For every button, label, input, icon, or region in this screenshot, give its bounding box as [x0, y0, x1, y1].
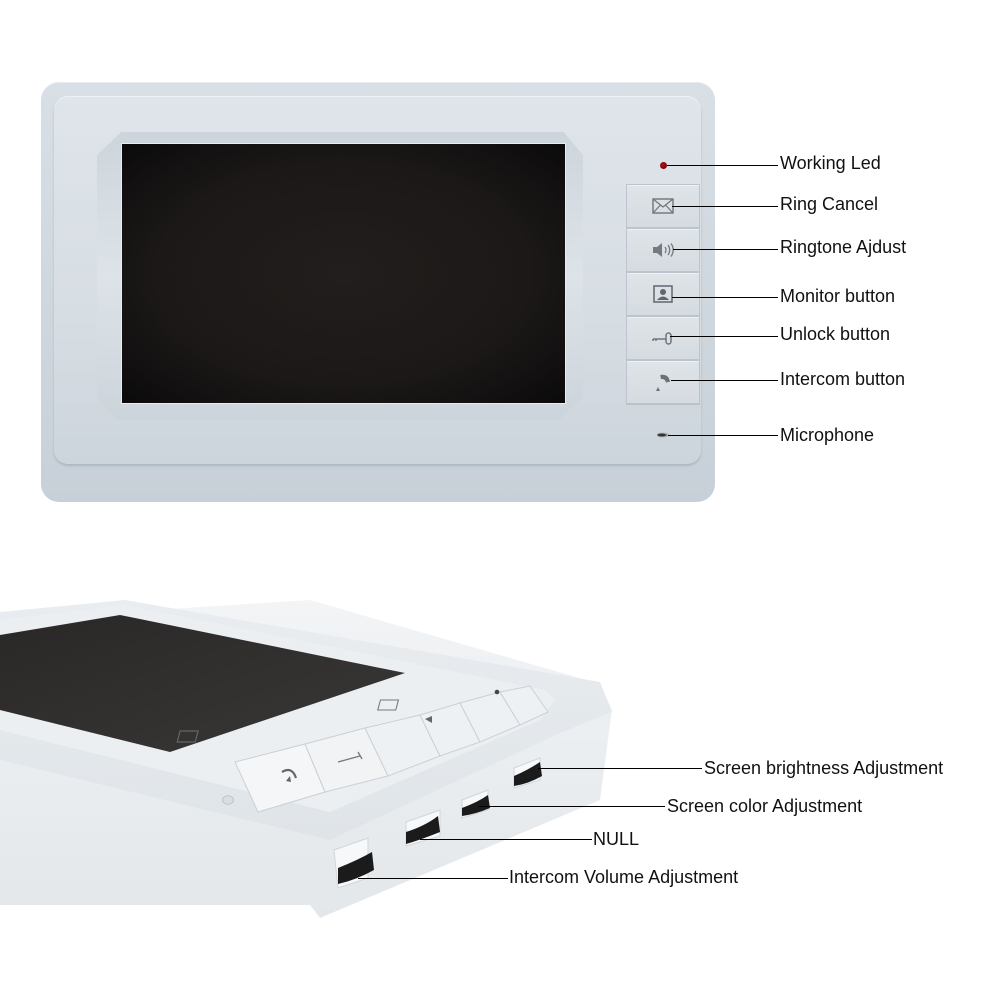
ringtone-adjust-button[interactable] — [626, 228, 700, 272]
callout-line-ringtone-adjust — [673, 249, 778, 250]
screen-perspective — [0, 615, 405, 752]
unlock-button[interactable] — [626, 316, 700, 360]
label-intercom-volume: Intercom Volume Adjustment — [509, 867, 739, 887]
callout-line-null — [420, 839, 592, 840]
callout-line-unlock-button — [670, 336, 778, 337]
callout-line-intercom-button — [671, 380, 778, 381]
monitor-perspective-view — [0, 600, 612, 918]
envelope-icon — [652, 198, 674, 214]
intercom-button[interactable] — [626, 360, 700, 404]
monitor-button[interactable] — [626, 272, 700, 316]
working-led-indicator — [660, 162, 667, 169]
label-ringtone-adjust: Ringtone Ajdust — [780, 237, 907, 257]
label-unlock-button: Unlock button — [780, 324, 891, 344]
adjustment-dials — [333, 757, 542, 889]
microphone-hole — [657, 432, 671, 438]
person-monitor-icon — [653, 285, 673, 303]
callout-line-working-led — [667, 165, 778, 166]
label-screen-brightness: Screen brightness Adjustment — [704, 758, 944, 778]
button-strip-perspective — [176, 685, 549, 813]
label-null: NULL — [593, 829, 640, 849]
handset-icon — [656, 374, 671, 391]
monitor-screen — [121, 143, 566, 404]
callout-line-screen-color — [478, 806, 665, 807]
callout-line-intercom-volume — [358, 878, 508, 879]
callout-line-screen-brightness — [538, 768, 702, 769]
callout-line-monitor-button — [672, 297, 778, 298]
label-monitor-button: Monitor button — [780, 286, 896, 306]
callout-line-microphone — [668, 435, 778, 436]
key-icon — [652, 332, 672, 345]
label-screen-color: Screen color Adjustment — [667, 796, 863, 816]
label-ring-cancel: Ring Cancel — [780, 194, 879, 214]
speaker-icon — [653, 243, 674, 257]
label-working-led: Working Led — [780, 153, 881, 173]
label-intercom-button: Intercom button — [780, 369, 906, 389]
callout-line-ring-cancel — [672, 206, 778, 207]
label-microphone: Microphone — [780, 425, 875, 445]
